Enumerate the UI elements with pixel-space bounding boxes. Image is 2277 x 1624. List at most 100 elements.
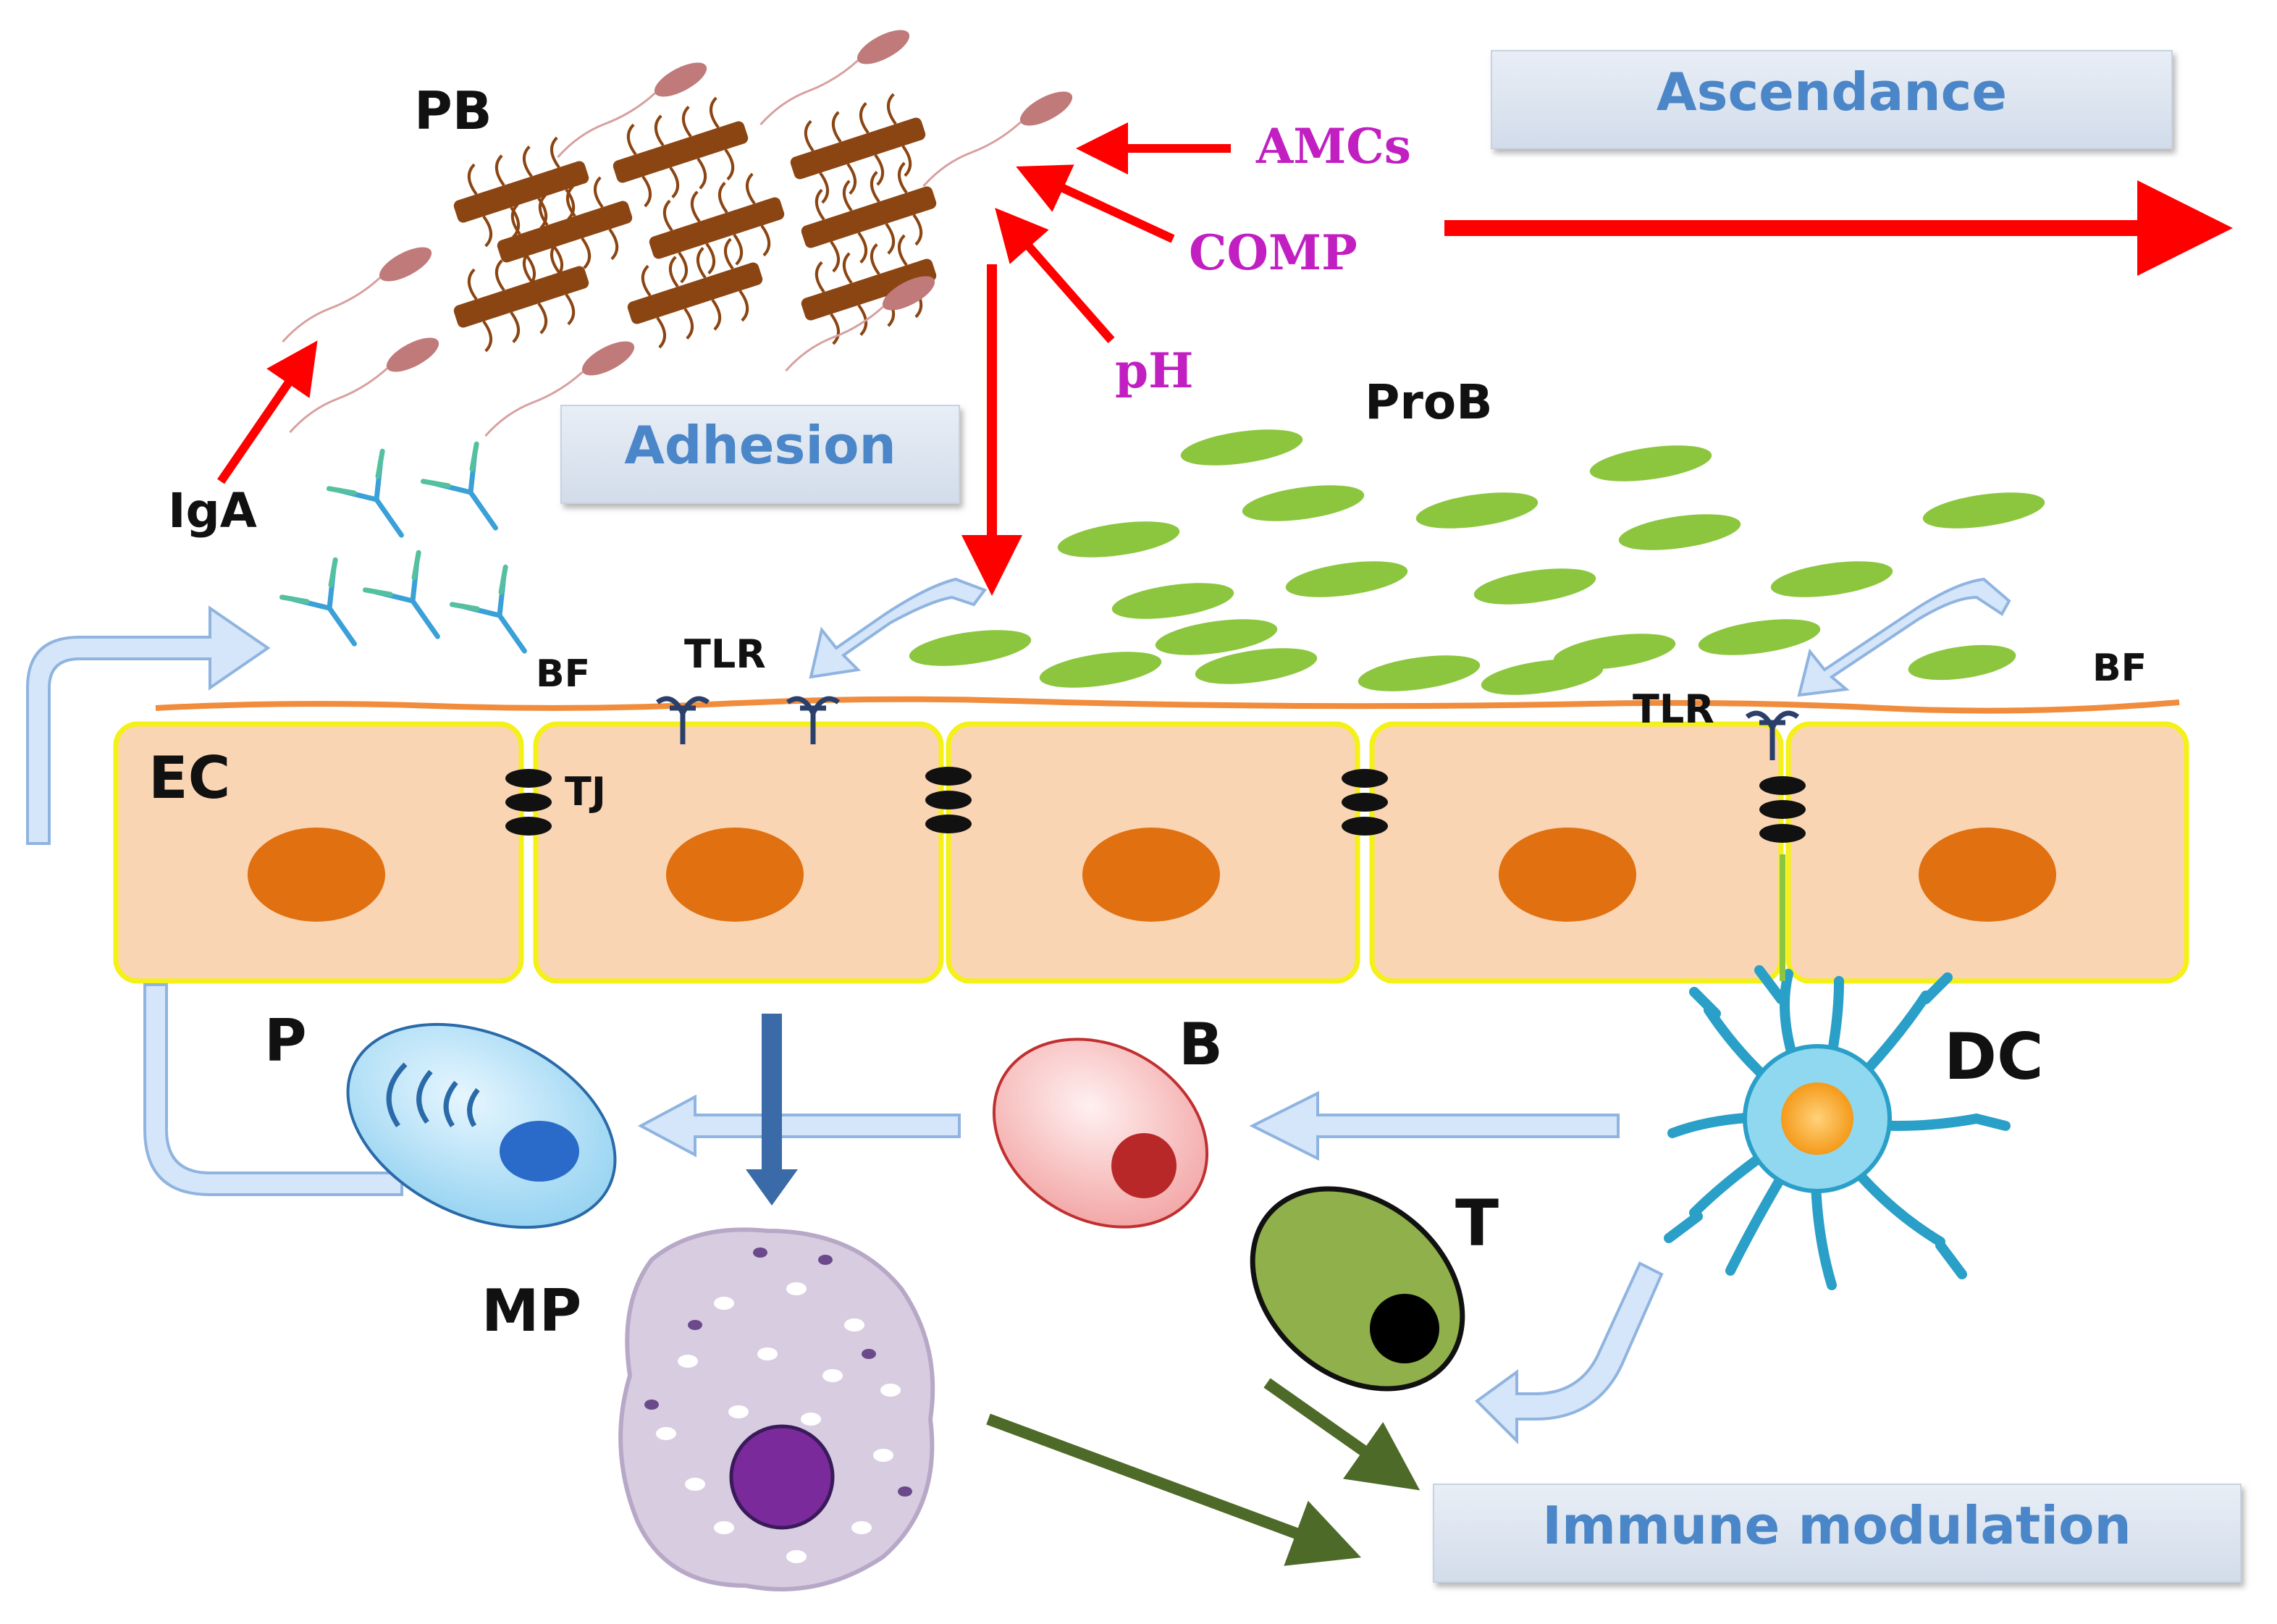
plasma-cell [346, 1022, 617, 1229]
biofilm-line [155, 696, 2180, 714]
ph-arrow [995, 207, 1115, 343]
nucleus [1919, 828, 2056, 922]
label-mp: MP [481, 1277, 581, 1345]
ascendance-box [1491, 50, 2173, 149]
immune-modulation-label: Immune modulation [1542, 1495, 2131, 1556]
probiotic-cell [1180, 429, 1303, 466]
comp-arrow [1016, 164, 1175, 243]
dc-to-t-arrow [1474, 1261, 1664, 1444]
label-tlr-right: TLR [1633, 686, 1714, 732]
antibody-icon [362, 550, 440, 639]
dark-blue-down-arrow [746, 1014, 798, 1206]
pink-bacterium-6 [484, 341, 635, 437]
nucleus [248, 828, 385, 922]
pathogen-rod-7 [453, 241, 589, 353]
label-b: B [1179, 1011, 1223, 1078]
tlr-signal-arrow-left [809, 577, 988, 679]
pink-bacterium-3 [922, 91, 1073, 188]
probiotic-cell [1155, 619, 1278, 655]
ascendance-label: Ascendance [1657, 62, 2007, 122]
pathogen-rod-2 [613, 96, 749, 208]
label-comp: COMP [1189, 224, 1358, 281]
antibody-icon [279, 557, 357, 647]
probiotic-cell [1039, 652, 1162, 688]
adhesion-label: Adhesion [624, 415, 896, 476]
tight-junction-icon [925, 767, 972, 833]
dendritic-cell [1664, 965, 2011, 1290]
probiotic-cell [1481, 659, 1604, 695]
antibody-icon [449, 564, 527, 654]
label-bf-right: BF [2092, 647, 2147, 690]
macrophage [618, 1227, 935, 1591]
label-p: P [264, 1007, 307, 1074]
tlr-receptor-icon [786, 696, 841, 744]
tight-junction-icon [1342, 769, 1388, 836]
probiotic-cell [1770, 561, 1893, 597]
pink-bacterium-2 [557, 62, 707, 159]
probiotic-cell [1057, 521, 1180, 558]
pathogen-rod-1 [453, 136, 589, 248]
adhesion-box [560, 405, 960, 504]
tlr-receptor-icon [1745, 710, 1800, 760]
probiotic-cell [1922, 492, 2045, 529]
probiotic-bacteria-cluster [909, 429, 2045, 695]
probiotic-cell [1242, 485, 1365, 521]
pink-bacterium-4 [282, 247, 432, 343]
probiotic-cell [1285, 561, 1408, 597]
antibody-icon [420, 441, 498, 531]
label-ph: pH [1115, 342, 1194, 399]
label-pb: PB [414, 80, 492, 141]
probiotic-cell [1589, 445, 1712, 481]
pathogen-rod-9 [801, 234, 937, 345]
nucleus [666, 828, 804, 922]
iga-red-arrow [217, 340, 318, 484]
label-bf-left: BF [536, 652, 590, 696]
pathogen-rod-6 [801, 161, 937, 273]
tight-junctions [505, 767, 1806, 843]
tight-junction-icon [1759, 776, 1806, 843]
epithelial-layer [113, 721, 2189, 984]
probiotic-cell [1111, 583, 1234, 619]
mp-to-immune-arrow [986, 1413, 1362, 1566]
pathogen-rod-3 [790, 93, 926, 204]
pathogen-rod-4 [497, 176, 633, 287]
label-tlr-left: TLR [684, 631, 766, 677]
pathogen-rod-5 [649, 172, 785, 284]
immune-modulation-box [1433, 1484, 2242, 1583]
antibody-icon [326, 448, 404, 538]
light-blue-arrows [26, 577, 2011, 1444]
nucleus [1082, 828, 1220, 922]
probiotic-cell [1618, 514, 1741, 550]
label-iga: IgA [168, 483, 257, 539]
iga-antibodies [279, 441, 527, 654]
iga-secretion-arrow [26, 605, 271, 845]
nucleus [1499, 828, 1636, 922]
plasma-return-arrow [143, 983, 403, 1196]
b-cell [992, 1038, 1209, 1229]
probiotic-cell [1358, 655, 1481, 691]
factor-arrows [217, 122, 2233, 596]
probiotic-cell [1473, 568, 1596, 605]
t-cell [1250, 1186, 1465, 1392]
probiotic-cell [909, 630, 1032, 666]
label-dc: DC [1944, 1019, 2044, 1094]
label-amcs: AMCs [1255, 118, 1411, 174]
tlr-receptor-icon [655, 696, 710, 744]
dc-to-b-arrow [1249, 1090, 1620, 1161]
label-ec: EC [148, 744, 230, 812]
pink-bacterium-5 [289, 337, 439, 434]
probiotic-cell [1195, 648, 1318, 684]
probiotic-cell [1698, 619, 1821, 655]
tight-junction-icon [505, 769, 552, 836]
probiotic-cell [1415, 492, 1539, 529]
b-to-p-arrow [637, 1094, 961, 1158]
label-tj: TJ [565, 769, 606, 815]
label-prob: ProB [1365, 374, 1493, 430]
probiotic-cell [1908, 644, 2016, 681]
pink-bacterium-7 [785, 276, 935, 372]
pathogenic-bacteria-cluster [282, 30, 1073, 437]
t-to-immune-arrow [1263, 1378, 1421, 1491]
pink-bacterium-1 [759, 30, 910, 126]
